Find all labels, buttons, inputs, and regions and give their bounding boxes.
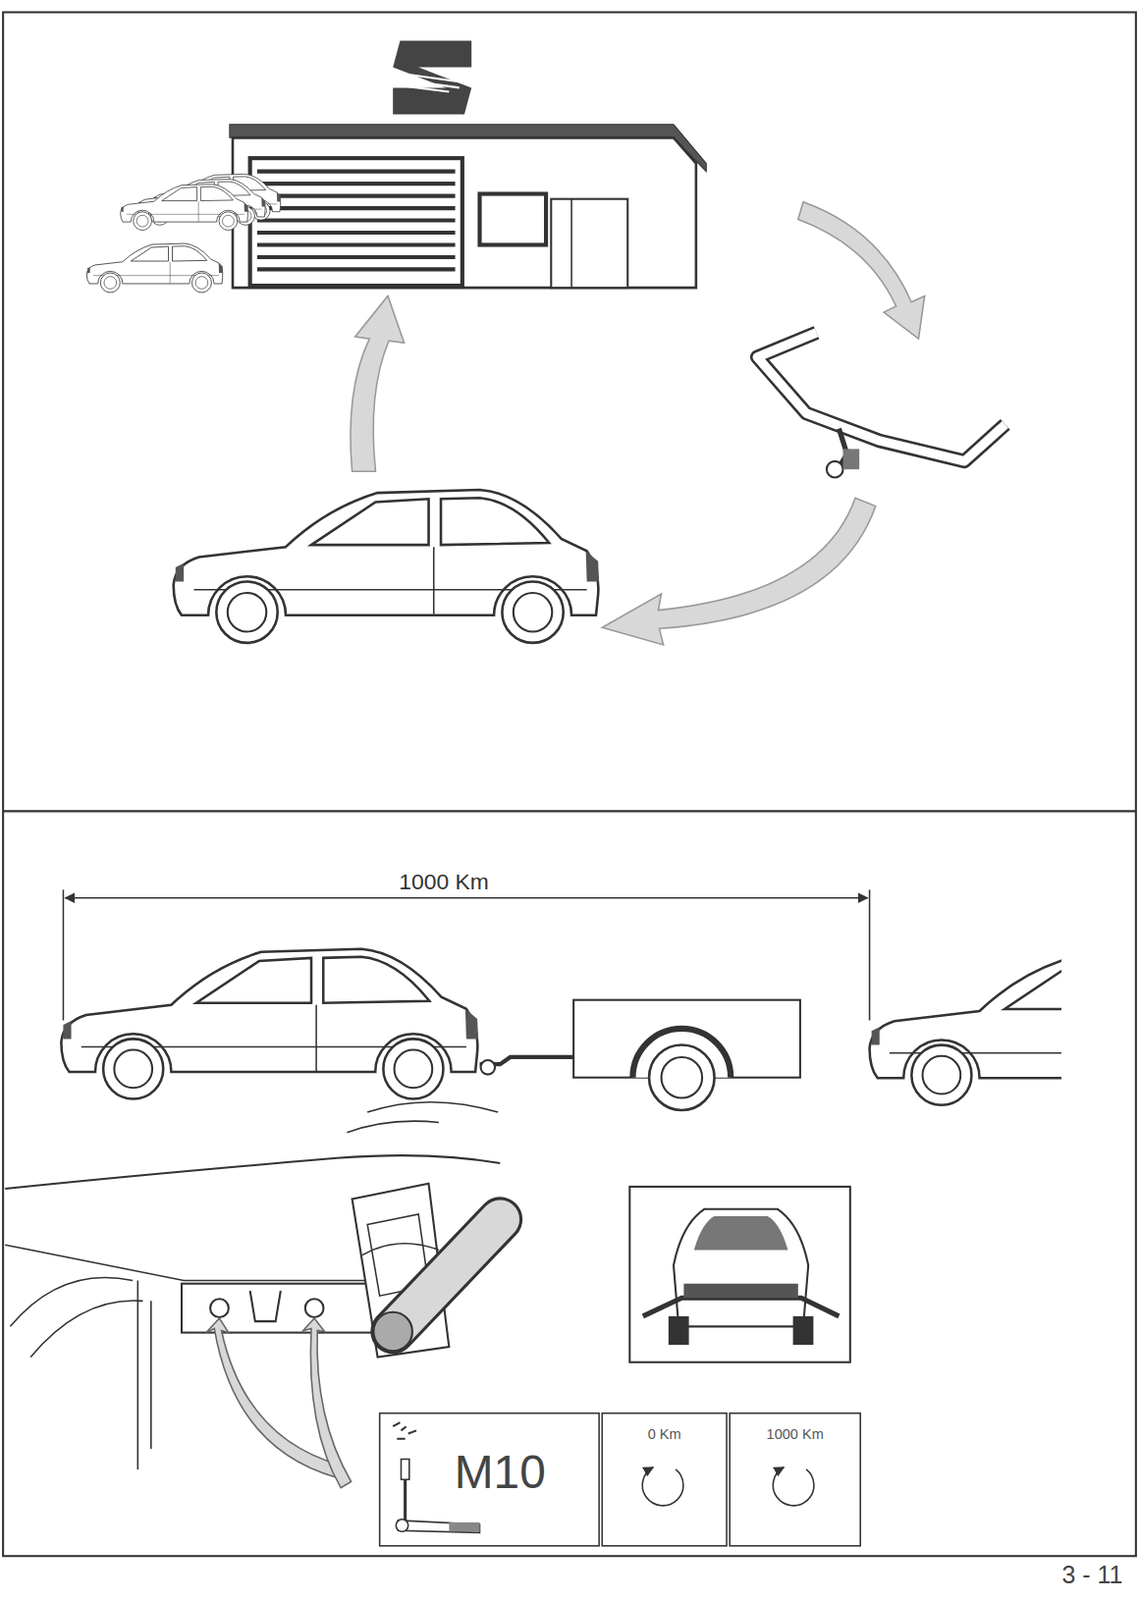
dimension-arrow bbox=[65, 897, 868, 900]
distance-label: 0 Km bbox=[601, 1425, 727, 1443]
rear-tyre bbox=[668, 1316, 690, 1346]
side-door bbox=[550, 199, 628, 288]
trailer bbox=[480, 1000, 801, 1111]
flow-arrow bbox=[798, 202, 925, 339]
extension-line bbox=[62, 889, 65, 1021]
tighten-arrow bbox=[642, 1467, 684, 1507]
cross-tube bbox=[392, 1219, 500, 1332]
panel-divider bbox=[2, 810, 1137, 813]
page-number: 3 - 11 bbox=[1020, 1561, 1123, 1590]
torque-table bbox=[379, 1413, 862, 1547]
tow-bar-rear bbox=[643, 1298, 840, 1317]
distance-label: 1000 Km bbox=[729, 1425, 861, 1443]
next-car bbox=[869, 955, 1062, 1106]
tow-ball bbox=[826, 461, 844, 479]
turn-symbol bbox=[392, 1422, 417, 1440]
queued-car bbox=[86, 243, 223, 293]
table-cell bbox=[601, 1413, 727, 1547]
door-edge bbox=[570, 199, 573, 288]
tow-bar-tube bbox=[757, 332, 1006, 462]
coupling bbox=[481, 1060, 496, 1076]
table-cell bbox=[729, 1413, 861, 1547]
queued-car bbox=[120, 184, 249, 231]
tube-end bbox=[373, 1312, 412, 1353]
bumper bbox=[683, 1284, 798, 1300]
wrench-handle bbox=[397, 1520, 480, 1533]
wrench-head bbox=[395, 1519, 408, 1532]
trailer-hub bbox=[661, 1057, 704, 1099]
rear-window bbox=[694, 1216, 789, 1250]
workshop bbox=[229, 124, 706, 288]
rear-tyre bbox=[793, 1316, 814, 1346]
inset-frame bbox=[629, 1187, 851, 1363]
table-cell bbox=[379, 1413, 599, 1547]
cross-tube bbox=[392, 1219, 500, 1332]
door-slats bbox=[257, 171, 456, 271]
window bbox=[480, 194, 547, 246]
car-rear bbox=[673, 1209, 809, 1328]
flow-arrow bbox=[350, 295, 405, 472]
wrench-grip bbox=[448, 1522, 480, 1532]
flow-arrow bbox=[601, 497, 876, 646]
socket bbox=[400, 1459, 409, 1480]
towing-car bbox=[60, 949, 479, 1100]
building bbox=[232, 137, 697, 288]
tow-bar bbox=[757, 332, 1006, 479]
u-bracket bbox=[250, 1291, 281, 1322]
seat-logo bbox=[392, 41, 472, 115]
page-frame bbox=[2, 11, 1137, 1557]
tow-bar-tube bbox=[757, 332, 1006, 462]
logo-stripe bbox=[399, 73, 459, 93]
car bbox=[869, 955, 1062, 1106]
tow-plate bbox=[843, 448, 861, 470]
bolt-hole bbox=[210, 1299, 229, 1318]
bolt-hole bbox=[305, 1299, 325, 1318]
garage-door bbox=[250, 158, 463, 286]
pointer-arrow bbox=[303, 1318, 352, 1489]
car-queue bbox=[86, 173, 281, 293]
car bbox=[173, 489, 599, 644]
extension-line bbox=[868, 889, 871, 1021]
bolt-size: M10 bbox=[413, 1445, 588, 1500]
extension bbox=[403, 1479, 407, 1521]
fender-arc bbox=[9, 1277, 151, 1469]
distance-label: 1000 Km bbox=[378, 869, 511, 896]
rear-view-inset bbox=[629, 1187, 851, 1363]
body-line bbox=[346, 1102, 498, 1134]
tighten-arrow bbox=[772, 1467, 814, 1507]
logo-shape bbox=[392, 41, 472, 115]
trailer-wheel bbox=[649, 1044, 715, 1111]
